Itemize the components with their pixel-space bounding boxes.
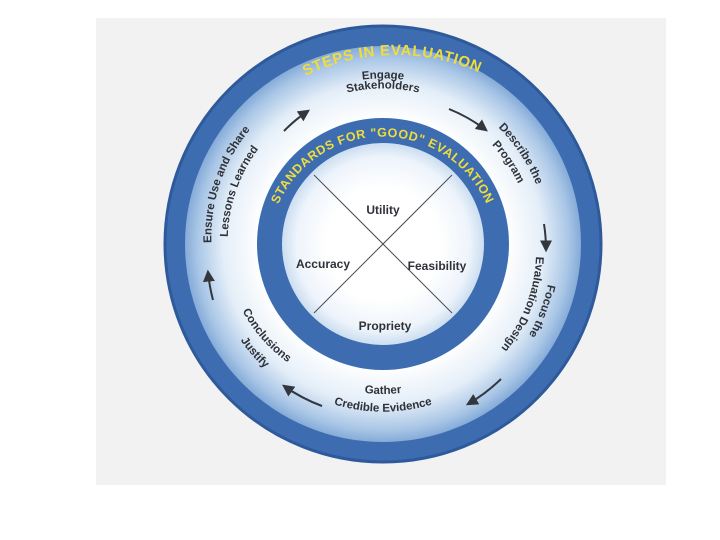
cycle-arrow [202,269,215,301]
standard-accuracy: Accuracy [296,257,350,271]
divider-line [313,174,453,314]
cycle-arrow [283,109,310,132]
evaluation-framework-diagram: STEPS IN EVALUATION STANDARDS FOR "GOOD"… [163,24,603,464]
outer-ring-edge [163,24,603,464]
cycle-arrow [282,384,323,407]
standard-propriety: Propriety [359,319,412,333]
svg-text:Engage: Engage [361,69,404,82]
cycle-arrow [465,378,502,406]
svg-text:Gather: Gather [364,384,402,397]
standard-feasibility: Feasibility [408,259,467,273]
cycle-arrow [448,108,488,132]
standard-utility: Utility [366,203,400,217]
cycle-arrow [540,223,553,253]
